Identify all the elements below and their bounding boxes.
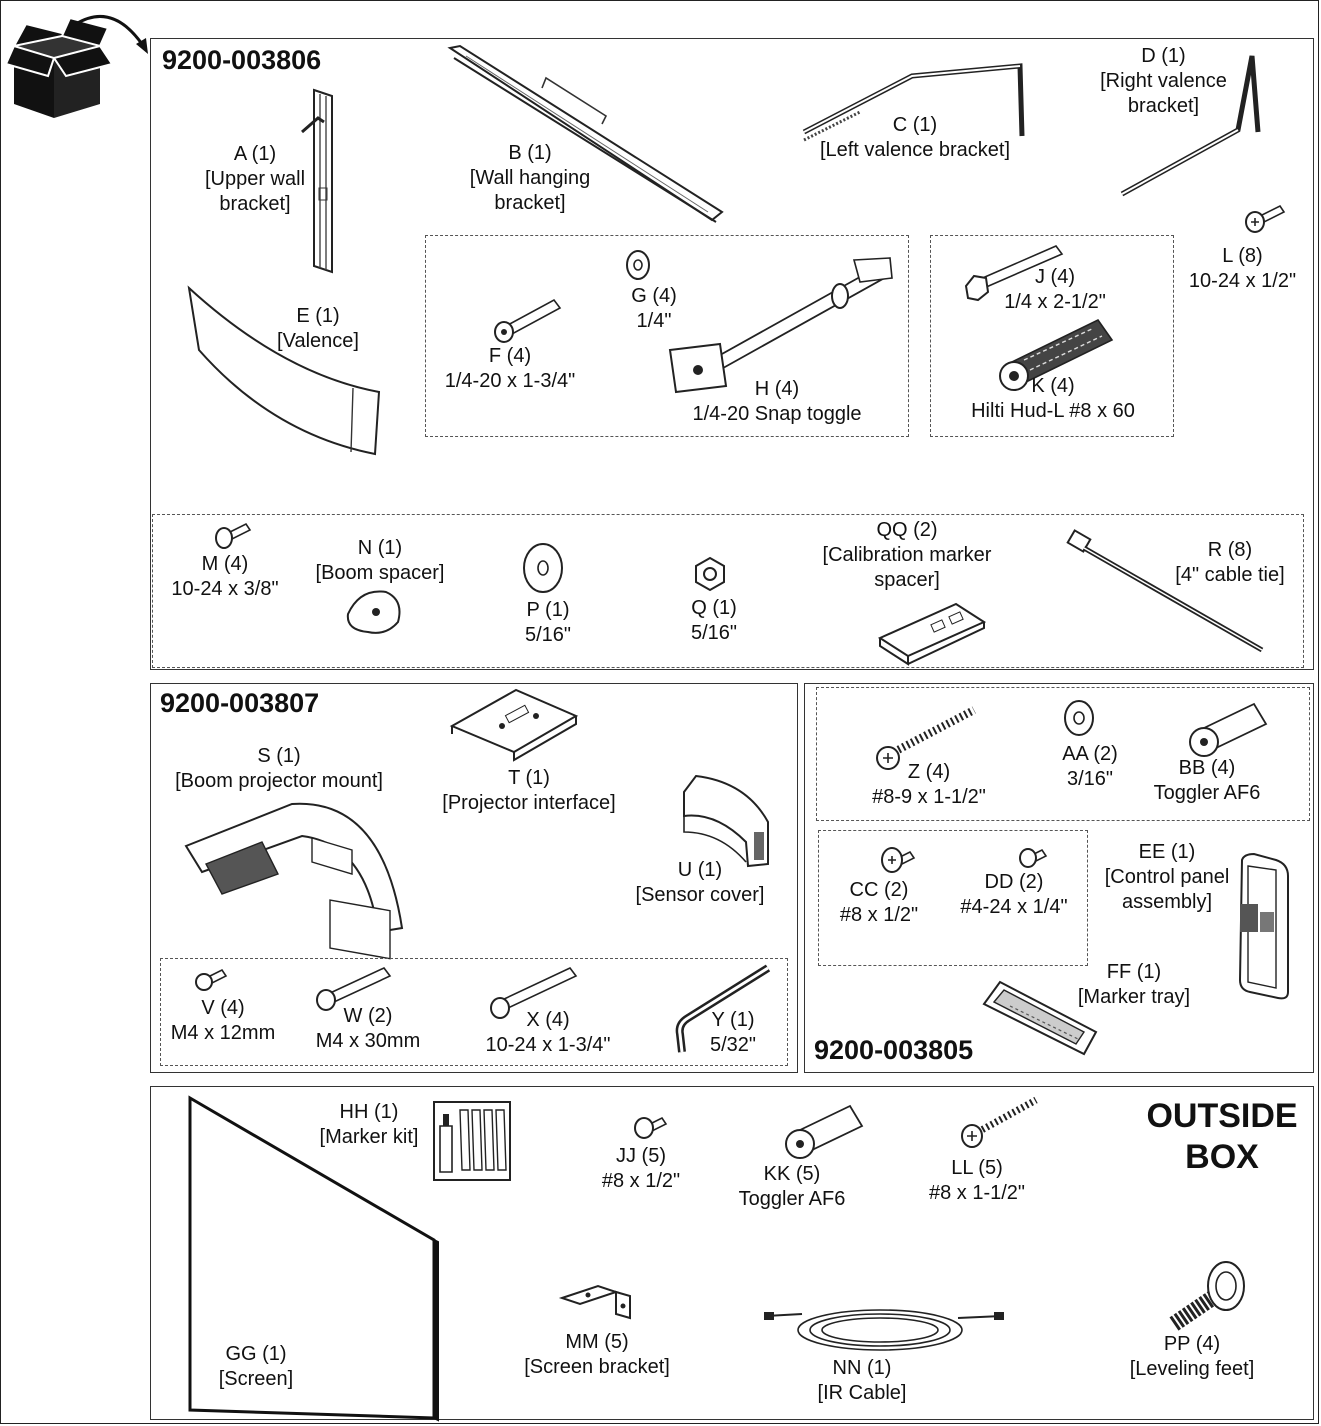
part-label-NN: NN (1)[IR Cable] bbox=[817, 1357, 907, 1404]
wood-screw-Z-drawing bbox=[872, 704, 980, 770]
screen-GG-drawing bbox=[186, 1094, 442, 1422]
part-label-LL: LL (5)#8 x 1-1/2" bbox=[928, 1157, 1026, 1204]
cable-tie-R-drawing bbox=[1066, 530, 1266, 654]
part-label-G: G (4)1/4" bbox=[631, 285, 677, 332]
left-valence-bracket-drawing bbox=[800, 56, 1032, 146]
screw-X-drawing bbox=[486, 964, 578, 1024]
part-label-FF: FF (1)[Marker tray] bbox=[1077, 961, 1191, 1008]
part-label-M: M (4)10-24 x 3/8" bbox=[171, 553, 279, 600]
hardware-group-fgh bbox=[425, 235, 909, 437]
sensor-cover-U-drawing bbox=[676, 772, 776, 870]
boom-spacer-N-drawing bbox=[342, 586, 406, 638]
kit-number-805: 9200-003805 bbox=[814, 1035, 974, 1065]
part-label-N: N (1)[Boom spacer] bbox=[315, 537, 445, 584]
kit-9200-003807-panel bbox=[150, 683, 798, 1073]
part-label-R: R (8)[4" cable tie] bbox=[1175, 539, 1285, 586]
hex-key-Y-drawing bbox=[668, 962, 776, 1058]
calibration-spacer-QQ-drawing bbox=[876, 588, 988, 662]
bolt-F-drawing bbox=[490, 296, 562, 344]
washer-P-drawing bbox=[520, 540, 566, 596]
hardware-group-cc-dd bbox=[818, 830, 1088, 966]
part-label-U: U (1)[Sensor cover] bbox=[635, 859, 765, 906]
outside-box-panel bbox=[150, 1086, 1314, 1420]
part-label-X: X (4)10-24 x 1-3/4" bbox=[485, 1009, 611, 1056]
anchor-K-drawing bbox=[994, 316, 1118, 394]
part-label-K: K (4)Hilti Hud-L #8 x 60 bbox=[971, 375, 1135, 422]
washer-AA-drawing bbox=[1062, 698, 1096, 738]
wall-hanging-bracket-drawing bbox=[446, 44, 726, 224]
screw-DD-drawing bbox=[1016, 844, 1048, 870]
part-label-GG: GG (1)[Screen] bbox=[218, 1343, 294, 1390]
marker-kit-HH-drawing bbox=[432, 1100, 512, 1182]
lag-bolt-J-drawing bbox=[960, 240, 1066, 306]
kit-number-806: 9200-003806 bbox=[162, 45, 322, 75]
kit-9200-003805-panel bbox=[804, 683, 1314, 1073]
part-label-Y: Y (1)5/32" bbox=[709, 1009, 757, 1056]
part-label-F: F (4)1/4-20 x 1-3/4" bbox=[444, 345, 576, 392]
part-label-H: H (4)1/4-20 Snap toggle bbox=[692, 378, 862, 425]
kit-number-807: 9200-003807 bbox=[160, 688, 320, 718]
projector-interface-T-drawing bbox=[446, 686, 582, 760]
screw-JJ-drawing bbox=[630, 1110, 670, 1140]
open-box-icon bbox=[4, 6, 148, 118]
part-label-KK: KK (5)Toggler AF6 bbox=[738, 1163, 846, 1210]
part-label-BB: BB (4)Toggler AF6 bbox=[1153, 757, 1261, 804]
part-label-E: E (1)[Valence] bbox=[277, 305, 359, 352]
part-label-PP: PP (4)[Leveling feet] bbox=[1129, 1333, 1255, 1380]
screen-bracket-MM-drawing bbox=[558, 1282, 634, 1322]
screw-L-drawing bbox=[1242, 200, 1288, 234]
part-label-DD: DD (2)#4-24 x 1/4" bbox=[960, 871, 1068, 918]
hardware-group-m-r bbox=[152, 514, 1304, 668]
toggler-KK-drawing bbox=[782, 1100, 866, 1162]
part-label-HH: HH (1)[Marker kit] bbox=[319, 1101, 419, 1148]
leveling-foot-PP-drawing bbox=[1166, 1260, 1256, 1334]
screw-LL-drawing bbox=[958, 1094, 1042, 1150]
valence-drawing bbox=[183, 284, 383, 460]
part-label-J: J (4)1/4 x 2-1/2" bbox=[1004, 266, 1106, 313]
part-label-V: V (4)M4 x 12mm bbox=[170, 997, 276, 1044]
part-label-L: L (8)10-24 x 1/2" bbox=[1188, 245, 1297, 292]
screw-V-drawing bbox=[192, 964, 230, 992]
right-valence-bracket-drawing bbox=[1118, 52, 1278, 200]
screw-W-drawing bbox=[312, 964, 392, 1014]
hardware-group-jk bbox=[930, 235, 1174, 437]
part-label-AA: AA (2)3/16" bbox=[1062, 743, 1118, 790]
screw-M-drawing bbox=[212, 518, 254, 550]
boom-projector-mount-S-drawing bbox=[182, 794, 412, 936]
part-label-P: P (1)5/16" bbox=[524, 599, 572, 646]
part-label-Q: Q (1)5/16" bbox=[690, 597, 738, 644]
ir-cable-NN-drawing bbox=[764, 1300, 1004, 1356]
hardware-group-z-bb bbox=[816, 687, 1310, 821]
control-panel-EE-drawing bbox=[1232, 852, 1294, 1002]
washer-G-drawing bbox=[624, 248, 652, 282]
part-label-C: C (1)[Left valence bracket] bbox=[819, 114, 1011, 161]
part-label-Z: Z (4)#8-9 x 1-1/2" bbox=[872, 761, 986, 808]
part-label-CC: CC (2)#8 x 1/2" bbox=[839, 879, 919, 926]
marker-tray-FF-drawing bbox=[980, 978, 1100, 1058]
part-label-T: T (1)[Projector interface] bbox=[442, 767, 616, 814]
hardware-group-v-y bbox=[160, 958, 788, 1066]
toggler-BB-drawing bbox=[1186, 698, 1270, 760]
screw-CC-drawing bbox=[878, 842, 918, 876]
kit-9200-003806-panel bbox=[150, 38, 1314, 670]
part-label-W: W (2)M4 x 30mm bbox=[315, 1005, 421, 1052]
part-label-S: S (1)[Boom projector mount] bbox=[175, 745, 383, 792]
nut-Q-drawing bbox=[692, 556, 728, 592]
part-label-MM: MM (5)[Screen bracket] bbox=[524, 1331, 670, 1378]
part-label-JJ: JJ (5)#8 x 1/2" bbox=[601, 1145, 681, 1192]
snap-toggle-H-drawing bbox=[664, 254, 896, 398]
upper-wall-bracket-drawing bbox=[298, 88, 348, 274]
